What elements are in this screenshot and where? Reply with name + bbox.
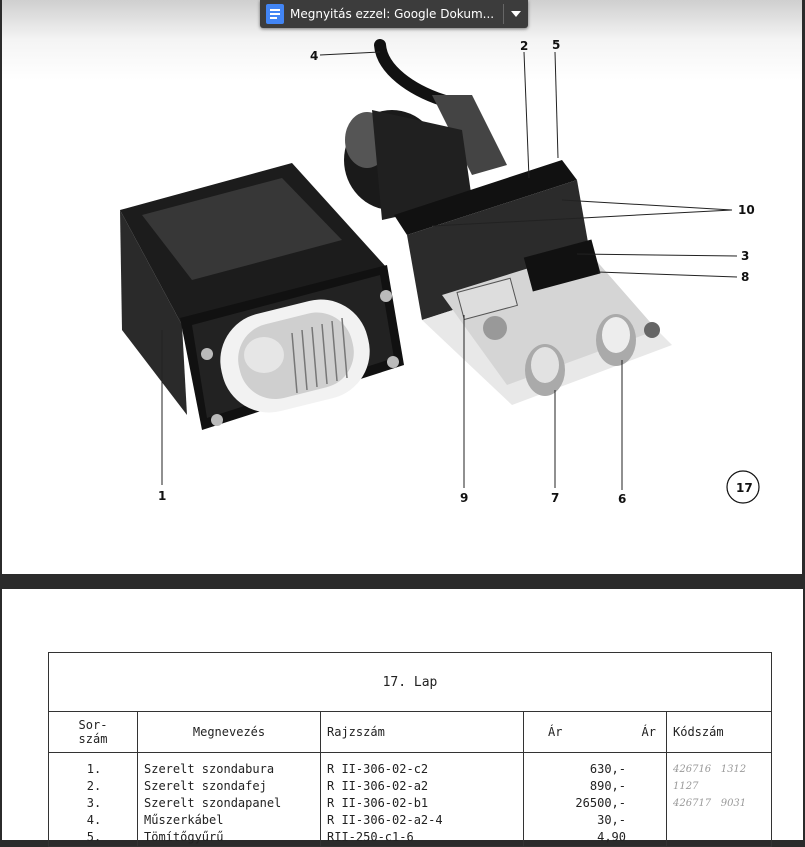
table-cell: 26500,- <box>575 796 626 810</box>
column-sorszam: 1. 2. 3. 4. 5. <box>48 752 138 847</box>
callout-1: 1 <box>158 489 166 503</box>
table-cell: 426717 9031 <box>673 798 747 809</box>
table-body-row: 1. 2. 3. 4. 5. Szerelt szondabura Szerel… <box>48 752 772 847</box>
table-cell: 1127 <box>673 781 699 792</box>
table-header-row: Sor- szám Megnevezés Rajzszám Ár Ár Kóds… <box>48 711 772 753</box>
callout-9: 9 <box>460 491 468 505</box>
table-cell: Műszerkábel <box>144 813 224 827</box>
open-with-google-docs-button[interactable]: Megnyitás ezzel: Google Dokum... <box>260 0 503 28</box>
table-cell: 890,- <box>589 779 626 793</box>
table-cell: 4,90 <box>597 830 626 844</box>
table-cell: 4. <box>86 813 102 827</box>
header-kodszam: Kódszám <box>666 711 772 753</box>
header-sorszam: Sor- szám <box>48 711 138 753</box>
toolbar-divider <box>503 4 504 24</box>
table-cell: 30,- <box>597 813 626 827</box>
column-rajzszam: R II-306-02-c2 R II-306-02-a2 R II-306-0… <box>320 752 524 847</box>
callout-10: 10 <box>738 203 755 217</box>
table-cell: R II-306-02-a2 <box>327 779 429 793</box>
table-cell: 630,- <box>589 762 626 776</box>
document-page-2: 17. Lap Sor- szám Megnevezés Rajzszám Ár… <box>2 589 803 847</box>
table-cell: RII-250-c1-6 <box>327 830 414 844</box>
parts-table: 17. Lap Sor- szám Megnevezés Rajzszám Ár… <box>48 652 772 847</box>
table-cell: 1. <box>86 762 102 776</box>
table-cell: R II-306-02-a2-4 <box>327 813 443 827</box>
table-cell: Tömítőgyűrű <box>144 830 224 844</box>
open-with-toolbar: Megnyitás ezzel: Google Dokum... <box>260 0 528 28</box>
open-with-label: Megnyitás ezzel: Google Dokum... <box>290 7 495 21</box>
callout-5: 5 <box>552 38 560 52</box>
column-ar: 630,- 890,- 26500,- 30,- 4,90 <box>523 752 667 847</box>
figure-number-circle <box>726 470 760 504</box>
device-photo: 4 2 5 10 3 8 1 9 7 6 17 <box>120 38 760 506</box>
table-cell: Szerelt szondafej <box>144 779 267 793</box>
google-docs-icon <box>266 4 284 24</box>
table-cell: R II-306-02-b1 <box>327 796 429 810</box>
chevron-down-icon <box>511 11 521 17</box>
column-kodszam: 426716 1312 1127 426717 9031 <box>666 752 772 847</box>
callout-2: 2 <box>520 39 528 53</box>
table-cell: 426716 1312 <box>673 764 747 775</box>
open-with-dropdown-button[interactable] <box>504 0 528 28</box>
document-page-1: 4 2 5 10 3 8 1 9 7 6 17 <box>2 0 802 574</box>
header-megnevezes: Megnevezés <box>137 711 321 753</box>
table-cell: 3. <box>86 796 102 810</box>
header-ar: Ár Ár <box>523 711 667 753</box>
callout-7: 7 <box>551 491 559 505</box>
table-cell: R II-306-02-c2 <box>327 762 429 776</box>
callout-4: 4 <box>310 49 318 63</box>
header-rajzszam: Rajzszám <box>320 711 524 753</box>
callout-6: 6 <box>618 492 626 506</box>
column-megnevezes: Szerelt szondabura Szerelt szondafej Sze… <box>137 752 321 847</box>
table-cell: Szerelt szondapanel <box>144 796 282 810</box>
table-cell: Szerelt szondabura <box>144 762 275 776</box>
table-cell: 5. <box>86 830 102 844</box>
callout-3: 3 <box>741 249 749 263</box>
figure-number: 17 <box>736 481 753 495</box>
callout-8: 8 <box>741 270 749 284</box>
table-cell: 2. <box>86 779 102 793</box>
page-title: 17. Lap <box>48 652 772 712</box>
